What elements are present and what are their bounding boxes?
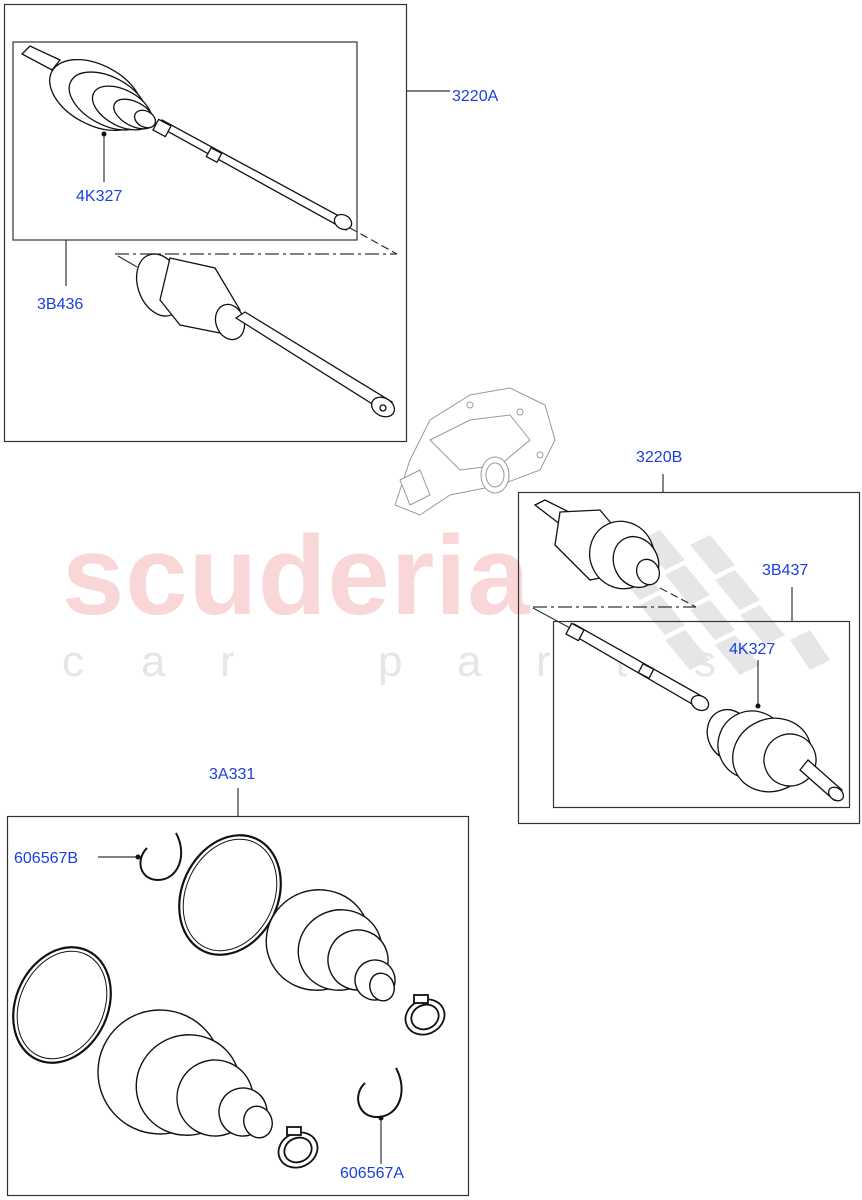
cv-boot-icon bbox=[97, 889, 396, 1139]
drive-shaft-icon bbox=[565, 622, 710, 712]
assembly-3A331 bbox=[6, 788, 470, 1197]
cv-joint-outer-icon bbox=[20, 45, 157, 132]
small-clamp-icon bbox=[277, 994, 446, 1169]
cv-joint-inner-icon bbox=[533, 499, 661, 590]
callout-4K327-b[interactable]: 4K327 bbox=[729, 641, 776, 658]
circlip-icon bbox=[139, 832, 403, 1119]
checkered-flag-watermark-icon bbox=[590, 530, 830, 675]
callout-3220A[interactable]: 3220A bbox=[452, 88, 499, 105]
cv-joint-outer-icon bbox=[706, 709, 845, 802]
callout-3B436[interactable]: 3B436 bbox=[37, 296, 84, 313]
callout-3220B[interactable]: 3220B bbox=[636, 449, 683, 466]
callout-606567B[interactable]: 606567B bbox=[14, 850, 79, 867]
drive-shaft-icon bbox=[152, 118, 353, 231]
callout-3B437[interactable]: 3B437 bbox=[762, 562, 809, 579]
callout-4K327-a[interactable]: 4K327 bbox=[76, 188, 123, 205]
clamp-band-icon bbox=[12, 834, 282, 1064]
assembly-3220B bbox=[517, 474, 861, 825]
differential-housing-icon bbox=[394, 387, 556, 516]
callout-3A331[interactable]: 3A331 bbox=[209, 766, 256, 783]
cv-joint-inner-icon bbox=[135, 253, 396, 418]
callout-606567A[interactable]: 606567A bbox=[340, 1165, 405, 1182]
assembly-3220A bbox=[3, 3, 450, 443]
